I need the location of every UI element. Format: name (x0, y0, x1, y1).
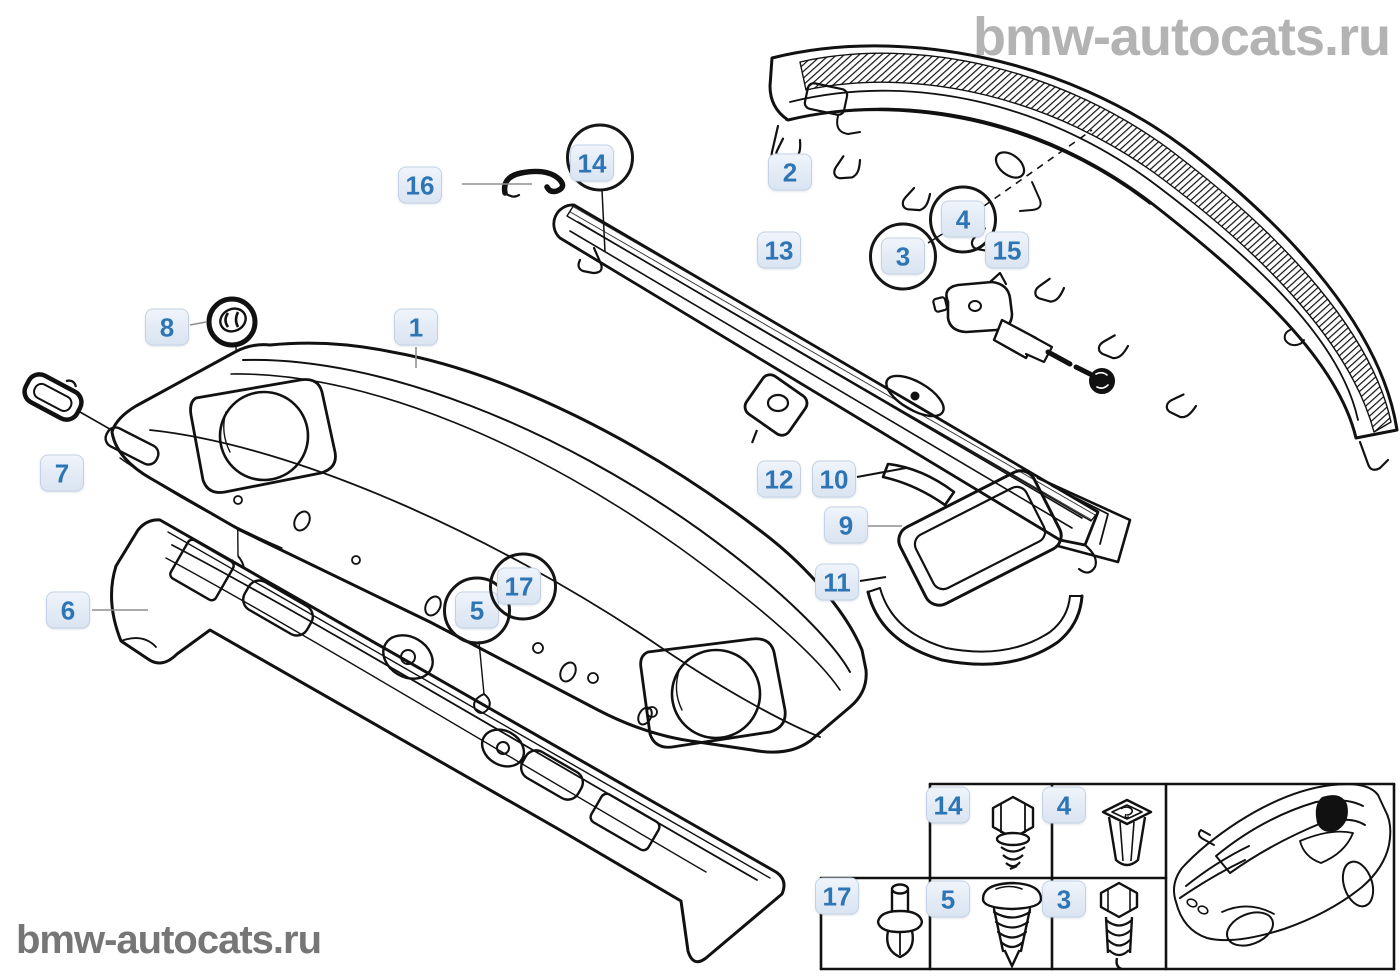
callout-number: 12 (757, 460, 801, 498)
callout-number: 13 (757, 231, 801, 269)
trim-strip-drawing (768, 44, 1399, 471)
drive-cable-drawing (932, 271, 1115, 394)
callout-ring (489, 552, 557, 620)
roller-blind-drawing (552, 203, 1132, 574)
hook-handle-drawing (501, 168, 566, 198)
legend-label-4[interactable]: 4 (1042, 786, 1086, 824)
callout-number: 16 (398, 166, 442, 204)
legend-label-3[interactable]: 3 (1042, 880, 1086, 918)
callout-12[interactable]: 12 (757, 460, 801, 498)
callout-2[interactable]: 2 (768, 153, 812, 191)
latch-plate-drawing (743, 373, 809, 444)
callout-number: 11 (815, 563, 859, 601)
pan-head-screw-icon (981, 881, 1043, 969)
callout-14[interactable]: 14 (566, 123, 634, 191)
rear-shelf-marker (1315, 795, 1348, 832)
expanding-rivet-icon (876, 883, 924, 959)
callout-17[interactable]: 17 (489, 552, 557, 620)
rear-panel-drawing (110, 518, 786, 964)
callout-number: 7 (40, 454, 84, 492)
callout-number: 6 (46, 591, 90, 629)
legend-label-14[interactable]: 14 (926, 786, 970, 824)
callout-number: 17 (815, 877, 859, 915)
callout-number: 17 (497, 567, 541, 605)
hex-bolt-icon (991, 795, 1035, 871)
callout-number: 14 (926, 786, 970, 824)
callout-13[interactable]: 13 (757, 231, 801, 269)
callout-number: 14 (570, 144, 614, 182)
callout-9[interactable]: 9 (824, 506, 868, 544)
callout-6[interactable]: 6 (46, 591, 90, 629)
callout-number: 1 (394, 308, 438, 346)
seal-frame-drawing (897, 469, 1063, 607)
legend-label-17[interactable]: 17 (815, 877, 859, 915)
callout-lines (92, 129, 1093, 611)
legend-table-grid (819, 782, 1396, 971)
seal-band-drawing (866, 587, 1084, 666)
callout-ring (869, 222, 937, 290)
callout-10[interactable]: 10 (812, 460, 856, 498)
callout-number: 15 (985, 231, 1029, 269)
watermark-bottom-left: bmw-autocats.ru (16, 918, 322, 962)
callout-number: 3 (1042, 880, 1086, 918)
watermark-top-right: bmw-autocats.ru (972, 7, 1391, 67)
callout-ring (929, 185, 997, 253)
callout-number: 9 (824, 506, 868, 544)
hex-screw-icon (1099, 881, 1139, 971)
callout-number: 4 (1042, 786, 1086, 824)
expansion-nut-icon (1101, 798, 1153, 867)
rear-shelf-drawing (104, 341, 868, 754)
callout-1[interactable]: 1 (394, 308, 438, 346)
callout-15[interactable]: 15 (985, 231, 1029, 269)
callout-number: 2 (768, 153, 812, 191)
callout-3[interactable]: 3 (869, 222, 937, 290)
callout-16[interactable]: 16 (398, 166, 442, 204)
callout-number: 3 (881, 237, 925, 275)
cover-strip-drawing (881, 462, 956, 507)
car-location-icon (1173, 783, 1392, 947)
callout-number: 5 (926, 880, 970, 918)
callout-4[interactable]: 4 (929, 185, 997, 253)
callout-number: 4 (941, 200, 985, 238)
callout-7[interactable]: 7 (40, 454, 84, 492)
callout-number: 8 (145, 308, 189, 346)
callout-8[interactable]: 8 (145, 308, 189, 346)
legend-label-5[interactable]: 5 (926, 880, 970, 918)
callout-ring (566, 123, 634, 191)
callout-11[interactable]: 11 (815, 563, 859, 601)
callout-number: 10 (812, 460, 856, 498)
